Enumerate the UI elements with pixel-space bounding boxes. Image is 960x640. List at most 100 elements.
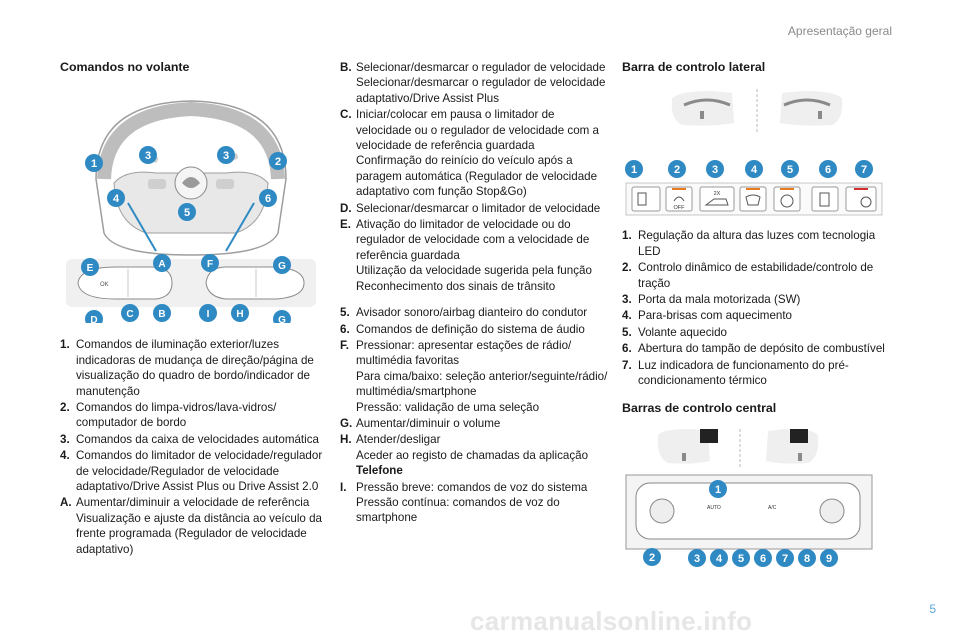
badge-4: 4 [107,189,125,208]
page-number: 5 [929,602,936,616]
list-item-text: Comandos de iluminação exterior/luzes in… [76,337,330,399]
badge-D: D [85,310,103,324]
list-item-key: 5. [340,306,350,320]
svg-text:A/C: A/C [768,505,777,511]
svg-text:2: 2 [275,156,281,168]
side-badge-3: 3 [706,160,724,179]
list-item-key: 3. [622,293,632,307]
list-item-bold-line: Telefone [356,464,403,478]
side-badge-4: 4 [745,160,763,179]
side-badge-2: 2 [668,160,686,179]
svg-text:7: 7 [861,164,867,176]
list-item-key: G. [340,416,353,430]
list-item-key: 5. [622,325,632,339]
list-item-text: Controlo dinâmico de estabilidade/contro… [638,260,892,291]
side-bar-diagram: 1 2 3 4 5 6 7 OFF 2X [625,89,883,216]
side-badge-7: 7 [855,160,873,179]
list-item-key: I. [340,480,347,494]
list-item-key: A. [60,496,72,510]
list-item: 5. Avisador sonoro/airbag dianteiro do co… [340,305,610,320]
list-item-text: Abertura do tampão de depósito de combus… [638,341,892,356]
badge-C: C [121,304,139,323]
svg-text:1: 1 [715,484,721,496]
list-item-key: 1. [622,229,632,243]
list-item: 5.Volante aquecido [622,325,892,340]
svg-text:5: 5 [184,207,190,219]
column-controls: B. Selecionar/desmarcar o regulador de ve… [340,60,610,527]
central-badge-6: 6 [754,548,772,567]
list-item: G.Aumentar/diminuir o volume [340,416,610,431]
badge-F: F [201,254,219,273]
central-badge-2: 2 [643,547,661,566]
stability-off-icon: OFF [665,186,693,212]
central-bar-diagram: AUTO A/C 1 2 3 4 5 6 7 8 9 [625,428,873,567]
list-item-line: Ativação do limitador de velocidade ou d… [356,218,590,262]
list-item-text: Ativação do limitador de velocidade ou d… [356,217,610,294]
list-item-line: Comandos do limpa-vidros/lava-vidros/ co… [76,401,277,430]
column-control-bars: Barra de controlo lateral 1 2 3 4 5 6 7 … [622,60,892,575]
list-item-line: Comandos de definição do sistema de áudi… [356,322,585,336]
svg-text:F: F [207,259,213,270]
badge-G-bottom: G [273,310,291,324]
steering-wheel-diagram: 1 2 3 3 4 6 5 OK E A F G D C B I H G [66,100,316,324]
steering-items-list: 1.Comandos de iluminação exterior/luzes … [60,337,330,557]
svg-text:6: 6 [760,553,766,565]
badge-3-right: 3 [217,146,235,165]
svg-text:E: E [87,263,94,274]
side-badge-1: 1 [625,160,643,179]
list-item-text: Aumentar/diminuir a velocidade de referê… [76,495,330,557]
list-item-line: Pressão: validação de uma seleção [356,400,540,414]
list-item-key: B. [340,61,352,74]
svg-text:3: 3 [145,150,151,162]
svg-text:3: 3 [712,164,718,176]
list-item-text: Aumentar/diminuir o volume [356,416,610,431]
list-item: 3. Porta da mala motorizada (SW) [622,292,892,307]
list-item-line: Porta da mala motorizada (SW) [638,293,801,307]
svg-text:4: 4 [716,553,723,565]
central-badge-4: 4 [710,548,728,567]
list-item-key: 6. [340,322,350,336]
list-item: E. Ativação do limitador de velocidade ou… [340,217,610,294]
list-item-line: Atender/desligar [356,433,441,447]
list-item-line: Avisador sonoro/airbag dianteiro do cond… [356,306,588,320]
column-steering: Comandos no volante 1 2 3 3 4 6 5 OK E A… [60,60,330,558]
list-item-line: Selecionar/desmarcar o regulador de velo… [356,61,606,74]
list-item-line: Comandos do limitador de velocidade/regu… [76,449,323,494]
boot-icon: 2X [699,186,735,212]
list-item: 6. Comandos de definição do sistema de áu… [340,322,610,337]
side-bar-items-list: 1. Regulação da altura das luzes com tecn… [622,228,892,388]
list-item-line: Aceder ao registo de chamadas da aplicaç… [356,448,589,462]
list-item: 7.Luz indicadora de funcionamento do pré… [622,358,892,389]
badge-2: 2 [269,152,287,171]
list-item-text: Comandos da caixa de velocidades automát… [76,432,330,447]
list-item: 2.Controlo dinâmico de estabilidade/cont… [622,260,892,291]
list-item-key: E. [340,218,351,232]
list-item-line: Visualização e ajuste da distância ao ve… [76,511,322,556]
list-item-text: Selecionar/desmarcar o limitador de velo… [356,201,610,216]
svg-text:3: 3 [223,150,229,162]
side-badge-5: 5 [781,160,799,179]
svg-text:3: 3 [694,553,700,565]
list-item: 3. Comandos da caixa de velocidades autom… [60,432,330,447]
list-item-line: Iniciar/colocar em pausa o limitador de … [356,108,599,153]
svg-text:A: A [158,259,165,270]
svg-text:6: 6 [265,193,271,205]
list-item-line: Regulação da altura das luzes com tecnol… [638,229,876,258]
list-item: B. Selecionar/desmarcar o regulador de ve… [340,60,610,106]
list-item: I. Pressão breve: comandos de voz do sist… [340,480,610,526]
section-title-central-bars: Barras de controlo central [622,401,777,416]
list-item-line: Pressão breve: comandos de voz do sistem… [356,480,588,494]
svg-text:6: 6 [825,164,831,176]
list-item-key: H. [340,433,352,447]
list-item-key: 4. [60,449,70,463]
central-badge-1: 1 [709,479,727,498]
list-item: C.Iniciar/colocar em pausa o limitador d… [340,107,610,199]
svg-text:AUTO: AUTO [707,505,721,511]
svg-text:C: C [126,309,133,320]
list-item-key: 3. [60,432,70,446]
central-badge-3: 3 [688,548,706,567]
footer-watermark: carmanualsonline.info [470,606,753,636]
svg-text:5: 5 [787,164,793,176]
svg-text:G: G [278,261,286,272]
